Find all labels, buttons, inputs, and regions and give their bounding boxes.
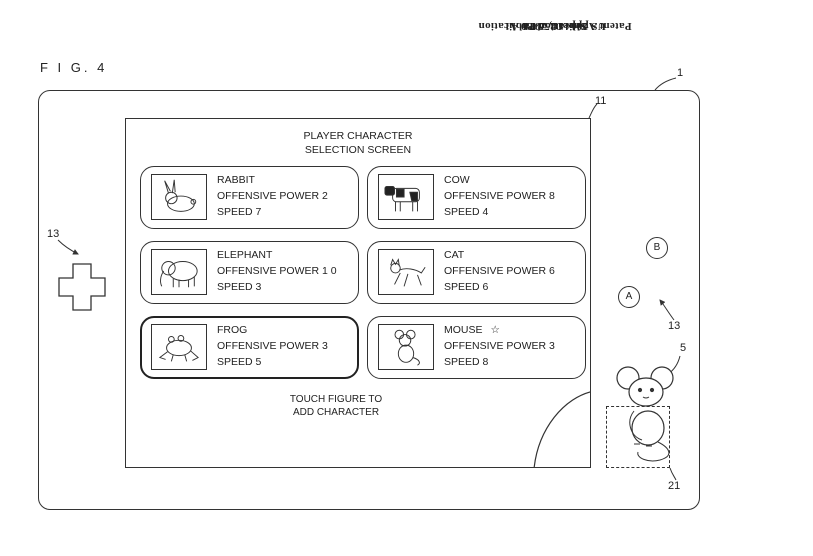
player-character-selection-screen: PLAYER CHARACTER SELECTION SCREEN RABBIT…: [125, 118, 591, 468]
character-name: FROG: [217, 324, 248, 336]
ref-reader-area: 21: [668, 480, 681, 492]
mouse-icon: [378, 324, 434, 370]
screen-title-line1: PLAYER CHARACTER: [303, 130, 413, 142]
game-device: [38, 90, 700, 510]
rabbit-icon: [151, 174, 207, 220]
character-card-mouse[interactable]: MOUSE ☆ OFFENSIVE POWER 3 SPEED 8: [367, 316, 586, 379]
screen-title-line2: SELECTION SCREEN: [304, 144, 412, 156]
ref-buttons: 13: [668, 320, 681, 332]
reader-area: [606, 406, 670, 468]
touch-hint: TOUCH FIGURE TO ADD CHARACTER: [261, 393, 411, 419]
character-power: OFFENSIVE POWER 1 0: [217, 265, 337, 277]
character-name: RABBIT: [217, 174, 255, 186]
ref-dpad: 13: [47, 228, 60, 240]
figure-label: F I G. 4: [40, 60, 108, 75]
character-name: COW: [444, 174, 470, 186]
character-power: OFFENSIVE POWER 2: [217, 190, 328, 202]
star-icon: ☆: [490, 324, 500, 336]
elephant-icon: [151, 249, 207, 295]
character-card-elephant[interactable]: ELEPHANT OFFENSIVE POWER 1 0 SPEED 3: [140, 241, 359, 304]
cat-icon: [378, 249, 434, 295]
nfc-reader-arc: [533, 391, 590, 467]
character-speed: SPEED 8: [444, 356, 489, 368]
touch-hint-line2: ADD CHARACTER: [292, 407, 380, 418]
character-card-frog[interactable]: FROG OFFENSIVE POWER 3 SPEED 5: [140, 316, 359, 379]
character-name: MOUSE: [444, 324, 483, 336]
character-name: CAT: [444, 249, 465, 261]
touch-hint-line1: TOUCH FIGURE TO: [289, 394, 383, 405]
ref-figure: 5: [680, 342, 687, 354]
character-speed: SPEED 3: [217, 281, 262, 293]
character-card-cow[interactable]: COW OFFENSIVE POWER 8 SPEED 4: [367, 166, 586, 229]
character-speed: SPEED 5: [217, 356, 262, 368]
character-name: ELEPHANT: [217, 249, 273, 261]
ref-screen: 11: [595, 95, 607, 107]
character-power: OFFENSIVE POWER 3: [217, 340, 328, 352]
character-speed: SPEED 7: [217, 206, 262, 218]
a-button[interactable]: A: [618, 286, 640, 308]
character-card-rabbit[interactable]: RABBIT OFFENSIVE POWER 2 SPEED 7: [140, 166, 359, 229]
character-card-cat[interactable]: CAT OFFENSIVE POWER 6 SPEED 6: [367, 241, 586, 304]
frog-icon: [151, 324, 207, 370]
character-power: OFFENSIVE POWER 3: [444, 340, 555, 352]
mouse-figure-icon[interactable]: [612, 366, 684, 466]
b-button[interactable]: B: [646, 237, 668, 259]
ref-device: 1: [677, 67, 684, 79]
character-speed: SPEED 4: [444, 206, 489, 218]
character-power: OFFENSIVE POWER 8: [444, 190, 555, 202]
cow-icon: [378, 174, 434, 220]
dpad-control[interactable]: [57, 262, 107, 312]
character-power: OFFENSIVE POWER 6: [444, 265, 555, 277]
character-speed: SPEED 6: [444, 281, 489, 293]
